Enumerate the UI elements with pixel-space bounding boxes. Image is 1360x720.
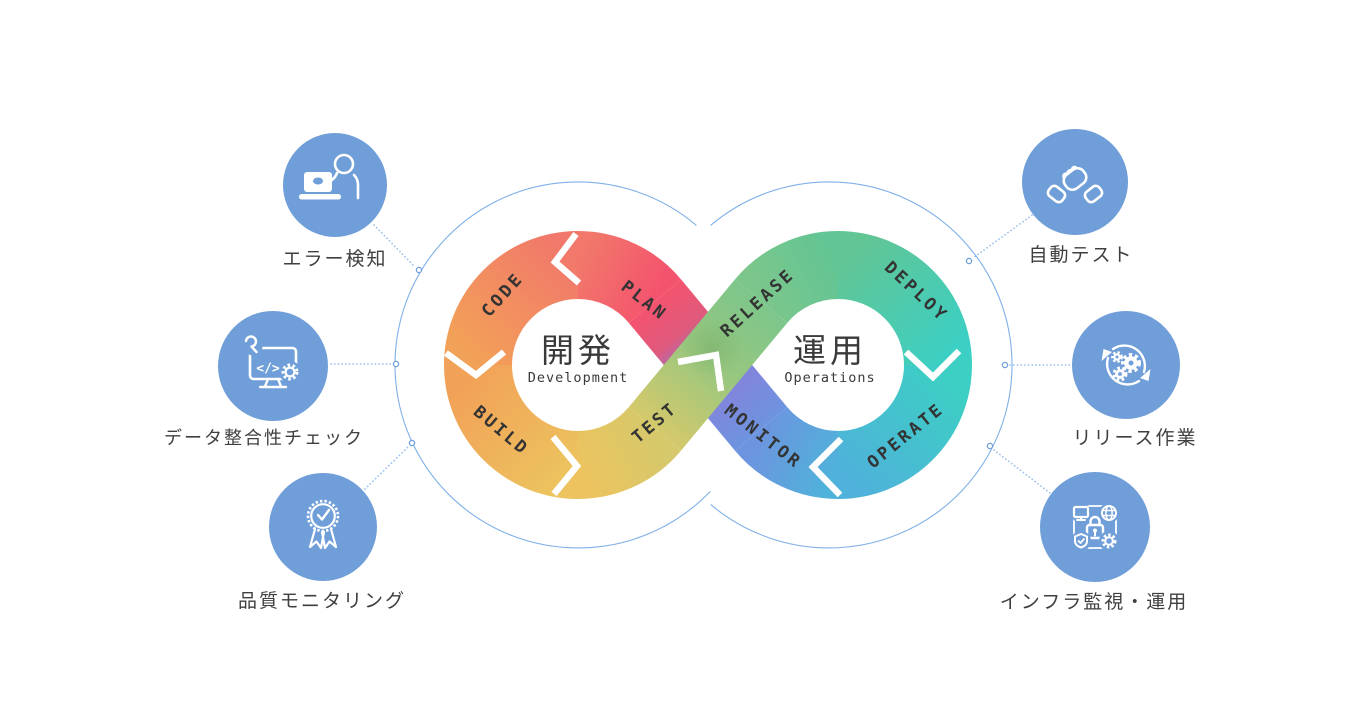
ribbon-deploy-arc [836,231,972,367]
callout-label-error-detection: エラー検知 [282,248,387,270]
loop-titles: 開発 Development 運用 Operations [528,331,875,386]
person-at-laptop-icon [299,153,360,200]
gears-refresh-icon [1101,344,1151,386]
callout-labels: エラー検知 データ整合性チェック 品質モニタリング 自動テスト リリース作業 イ… [164,244,1197,613]
ribbon-operate-arc [836,363,972,499]
callout-label-quality-monitoring: 品質モニタリング [238,590,406,612]
ribbon-plan-arc [576,231,682,324]
connector-dots [392,257,1009,450]
flow-chevrons [444,232,962,498]
outline-infinity [394,181,1013,549]
auto-test-circle [1022,129,1128,235]
code-monitor-gear-icon: </> [243,335,301,389]
callout-label-auto-test: 自動テスト [1028,244,1133,266]
callout-label-infra-ops: インフラ監視・運用 [1000,591,1188,613]
code-tag-glyph: </> [256,362,280,377]
dev-subtitle: Development [528,370,628,386]
handshake-icon [1046,165,1104,204]
chevron-crossing [677,351,725,392]
ribbon-operate-end-arc [734,406,840,499]
ops-title: 運用 [793,331,867,370]
ops-subtitle: Operations [784,370,875,386]
chevron-bottom-right [808,436,844,498]
callout-label-data-integrity: データ整合性チェック [164,428,364,449]
chevron-bottom-left [550,434,582,497]
callout-label-release-work: リリース作業 [1072,427,1197,449]
dev-title: 開発 [541,331,615,370]
ribbon-release-arc [734,231,840,324]
chevron-right [903,348,962,382]
callout-connectors [330,212,1072,494]
ribbon-test-arc [576,406,682,499]
chevron-left [444,349,507,380]
chevron-top-left [550,232,582,286]
award-ribbon-check-icon [306,499,340,550]
infrastructure-security-icon [1071,503,1119,551]
crossing-shade [680,316,744,380]
ribbon-build-arc [444,363,580,499]
error-detection-circle [283,133,387,237]
